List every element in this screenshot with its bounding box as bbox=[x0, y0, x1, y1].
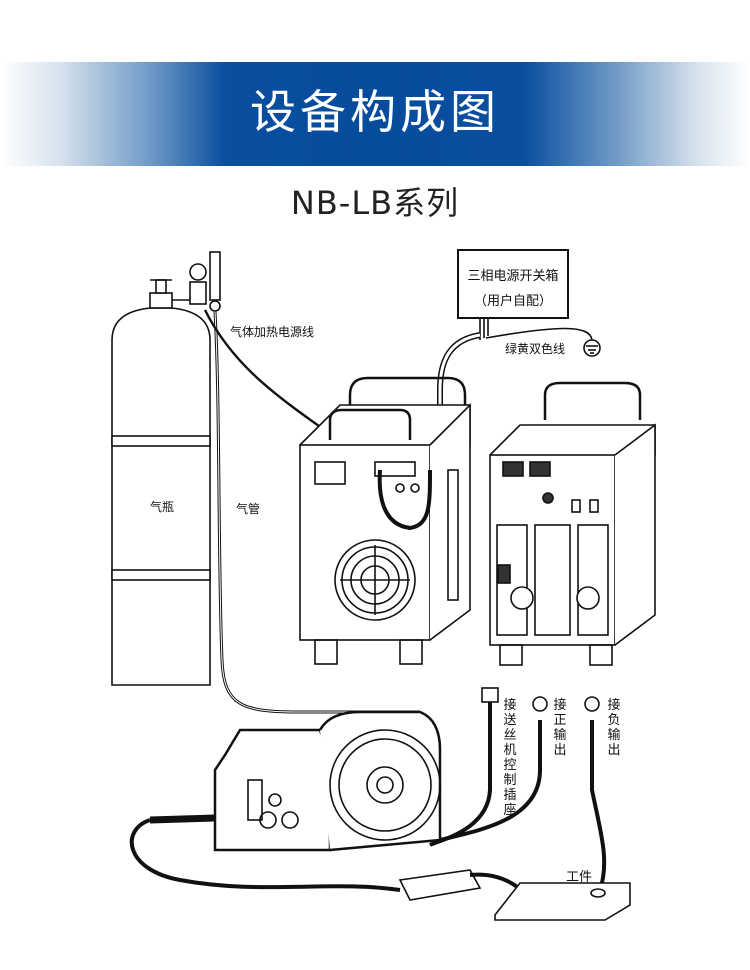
workpiece-label: 工件 bbox=[566, 870, 593, 885]
gas-heater-cable-label: 气体加热电源线 bbox=[230, 325, 315, 339]
regulator-drawing bbox=[172, 251, 221, 312]
gas-cylinder-drawing bbox=[111, 279, 211, 686]
series-subtitle: NB-LB系列 bbox=[290, 184, 460, 222]
wire-feeder-drawing bbox=[213, 710, 442, 852]
ground-icon bbox=[583, 339, 601, 357]
ground-wire-label: 绿黄双色线 bbox=[505, 342, 566, 356]
page-title: 设备构成图 bbox=[250, 85, 500, 139]
cooling-unit-drawing bbox=[299, 376, 471, 665]
gas-hose-label: 气管 bbox=[236, 502, 261, 516]
feeder-socket-label: 接送丝机控制插座 bbox=[503, 698, 517, 818]
workpiece-drawing bbox=[494, 882, 631, 921]
title-banner: 设备构成图 bbox=[0, 62, 750, 166]
negative-output-label: 接负输出 bbox=[607, 698, 621, 758]
welding-power-source-drawing bbox=[489, 381, 656, 666]
positive-output-label: 接正输出 bbox=[553, 698, 567, 758]
power-box-line2: （用户自配） bbox=[473, 294, 552, 309]
gas-cylinder-label: 气瓶 bbox=[150, 500, 175, 514]
power-box-line1: 三相电源开关箱 bbox=[467, 269, 559, 284]
